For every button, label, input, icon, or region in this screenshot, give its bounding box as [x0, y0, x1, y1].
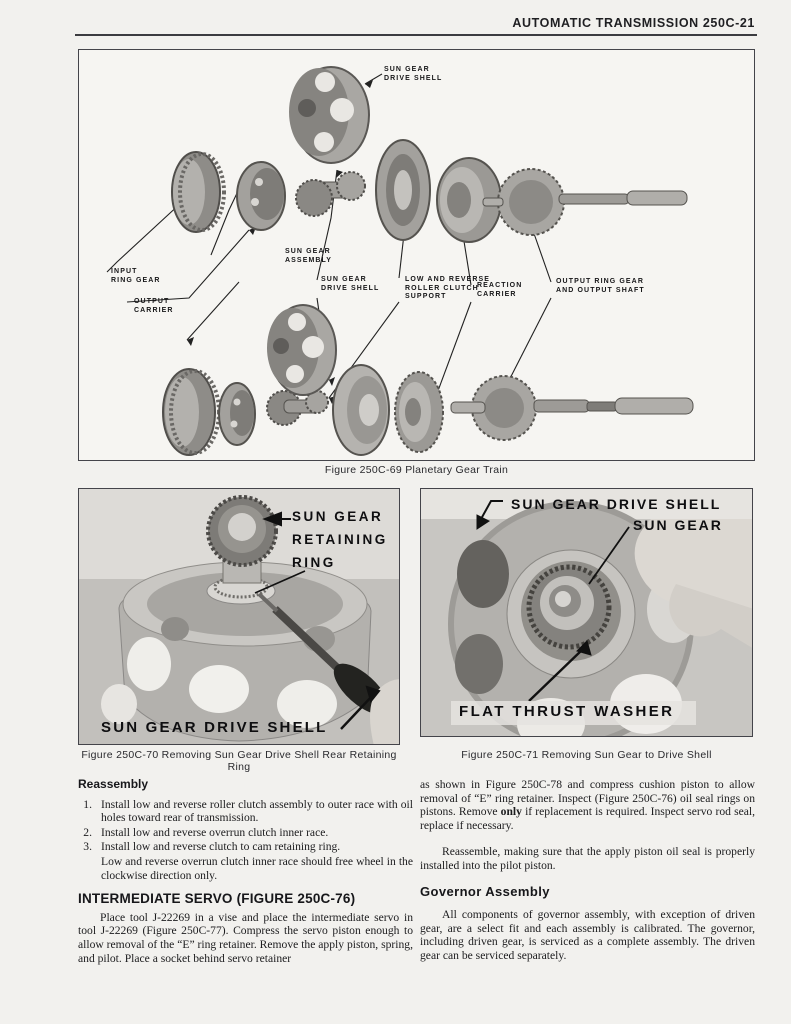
fig70-label-sun-gear: SUN GEAR [292, 509, 384, 524]
para1-after: if replacement is required. Inspect serv… [420, 805, 755, 832]
governor-paragraph: All components of governor assembly, wit… [420, 908, 755, 962]
reassembly-step-3: 3. Install low and reverse clutch to cam… [78, 840, 413, 854]
figure-250c71-box: SUN GEAR DRIVE SHELL SUN GEAR FLAT THRUS… [420, 488, 753, 737]
reassemble-paragraph: Reassemble, making sure that the apply p… [420, 845, 755, 872]
fig71-photo-art [421, 489, 752, 736]
figure-250c71-caption: Figure 250C-71 Removing Sun Gear to Driv… [461, 749, 712, 761]
label-input-ring-gear: INPUT RING GEAR [111, 268, 161, 284]
reassembly-heading: Reassembly [78, 777, 149, 791]
left-text-column: Reassembly 1. Install low and reverse ro… [78, 777, 413, 965]
figure-250c69-box: SUN GEAR DRIVE SHELL INPUT RING GEAR OUT… [78, 49, 755, 461]
servo-paragraph-continued: as shown in Figure 250C-78 and compress … [420, 778, 755, 832]
label-reaction-carrier: REACTION CARRIER [477, 282, 523, 298]
step-text: Install low and reverse overrun clutch i… [101, 825, 329, 839]
label-sun-gear-drive-shell-top: SUN GEAR DRIVE SHELL [384, 66, 443, 82]
fig70-photo-art [79, 489, 399, 744]
label-sun-gear-assembly: SUN GEAR ASSEMBLY [285, 248, 333, 264]
page-header-title: AUTOMATIC TRANSMISSION 250C-21 [512, 16, 755, 30]
step-number: 3. [83, 840, 92, 854]
para1-before: as shown in Figure 250C-78 and compress … [420, 778, 755, 819]
step-text: Install low and reverse roller clutch as… [101, 797, 413, 825]
step-text: Install low and reverse clutch to cam re… [101, 840, 341, 854]
fig70-label-ring: RING [292, 555, 336, 570]
reassembly-step-2: 2. Install low and reverse overrun clutc… [78, 826, 413, 840]
intermediate-servo-heading: INTERMEDIATE SERVO (FIGURE 250C-76) [78, 891, 356, 907]
sun-gear-drive-shell-top [289, 66, 370, 164]
fig71-label-drive-shell: SUN GEAR DRIVE SHELL [511, 496, 722, 512]
step-3-note: Low and reverse overrun clutch inner rac… [101, 854, 413, 882]
label-sun-gear-drive-shell-2: SUN GEAR DRIVE SHELL [321, 276, 380, 292]
figure-250c70-box: SUN GEAR RETAINING RING SUN GEAR DRIVE S… [78, 488, 400, 745]
right-text-column: as shown in Figure 250C-78 and compress … [420, 778, 755, 963]
para1-bold-only: only [500, 805, 522, 819]
label-output-carrier: OUTPUT CARRIER [134, 298, 174, 314]
figure-250c70-caption: Figure 250C-70 Removing Sun Gear Drive S… [81, 749, 397, 773]
reassembly-step-1: 1. Install low and reverse roller clutch… [78, 798, 413, 825]
figure-250c69-caption: Figure 250C-69 Planetary Gear Train [324, 464, 509, 476]
planetary-gear-train-art [106, 66, 694, 456]
label-low-reverse-roller-clutch-support: LOW AND REVERSE ROLLER CLUTCH SUPPORT [405, 276, 491, 300]
fig71-label-sun-gear: SUN GEAR [633, 517, 723, 533]
servo-paragraph: Place tool J-22269 in a vise and place t… [78, 910, 413, 965]
fig71-label-thrust-washer: FLAT THRUST WASHER [459, 703, 675, 720]
fig70-label-drive-shell: SUN GEAR DRIVE SHELL [101, 719, 328, 736]
governor-assembly-heading: Governor Assembly [420, 883, 550, 899]
step-number: 2. [83, 825, 92, 839]
label-output-ring-gear-shaft: OUTPUT RING GEAR AND OUTPUT SHAFT [556, 278, 645, 294]
fig70-label-retaining: RETAINING [292, 532, 388, 547]
step-number: 1. [83, 797, 92, 811]
header-rule [75, 34, 757, 36]
